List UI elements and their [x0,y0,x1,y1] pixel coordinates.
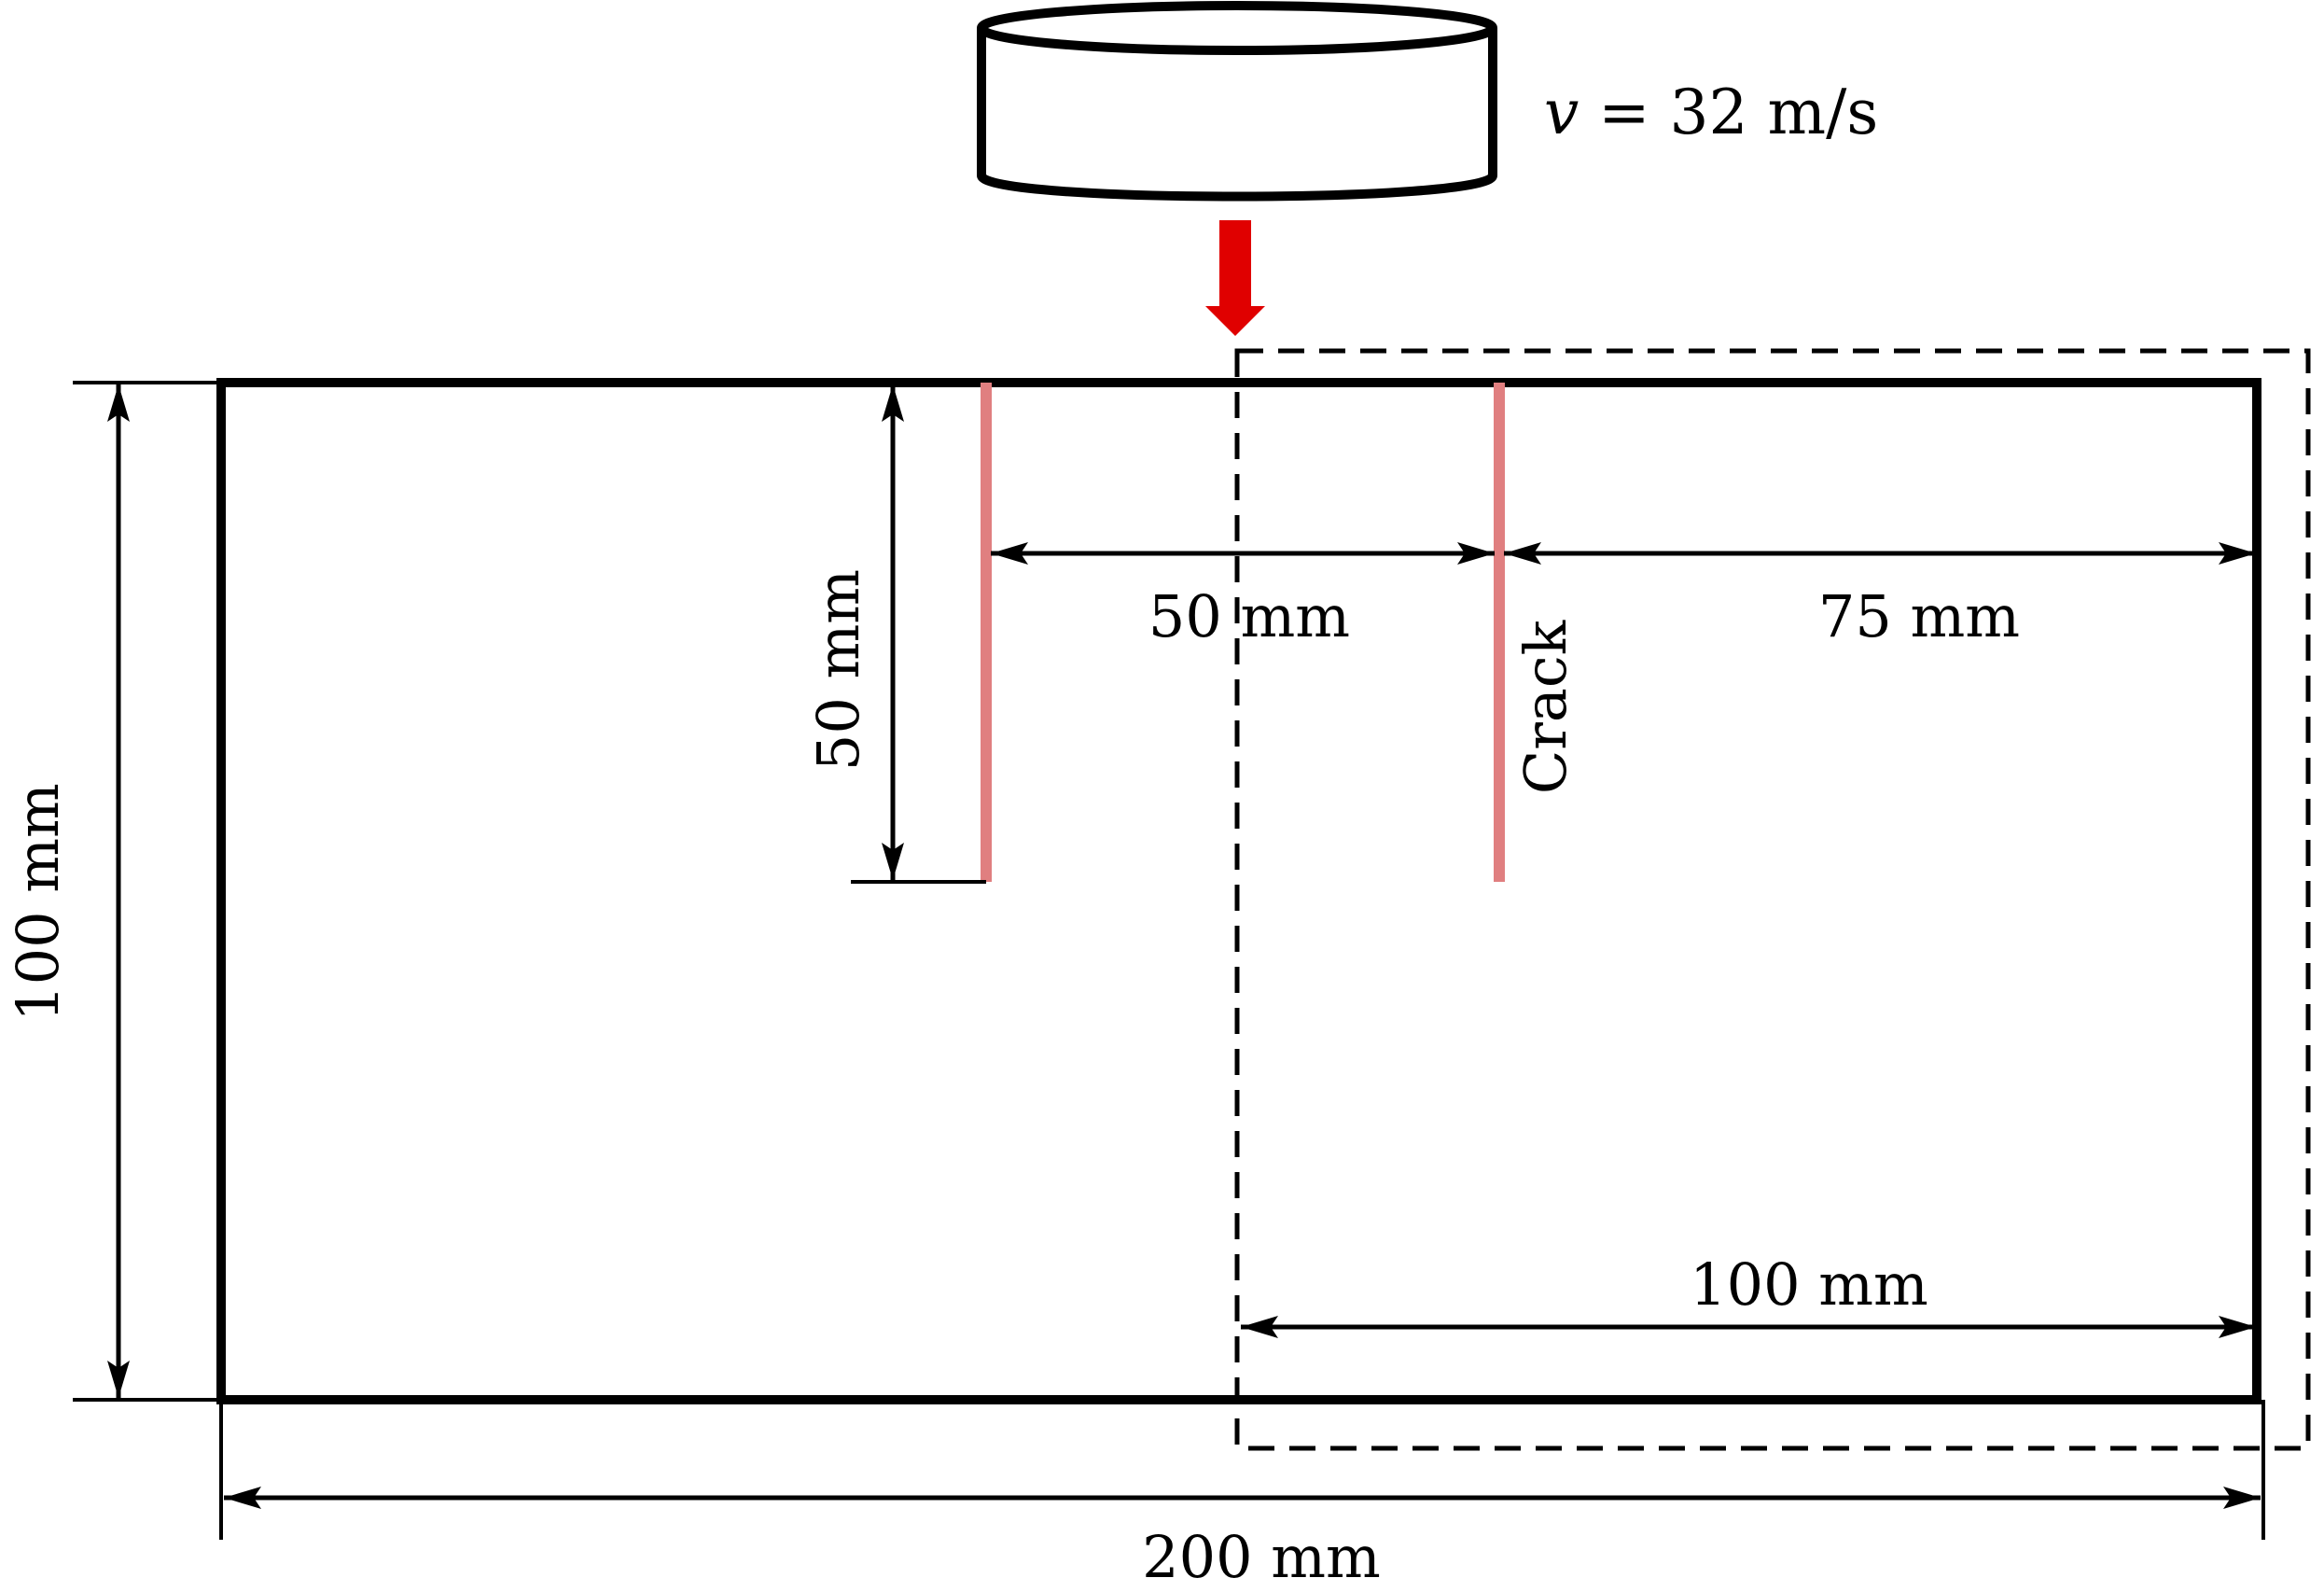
specimen-beam [216,378,2261,1404]
extension-lines [73,381,2265,1540]
dim-height-label: 100 mm [4,783,72,1022]
velocity-label: v = 32 m/s [1544,77,1878,148]
dim-dashed-width-label: 100 mm [1690,1250,1928,1319]
impactor-cylinder [977,1,1497,202]
dim-crack-depth-label: 50 mm [804,569,872,771]
velocity-value: = 32 m/s [1579,77,1878,148]
dim-right-offset-label: 75 mm [1818,582,2020,650]
dim-width-label: 200 mm [1142,1523,1381,1591]
impact-arrow [1205,220,1265,336]
dimension-arrows [107,384,2261,1509]
dim-crack-spacing-label: 50 mm [1148,582,1350,650]
cylinder-bottom [977,28,1497,202]
cylinder-top [977,1,1497,55]
dashed-region [1234,348,2311,1451]
crack-label: Crack [1511,620,1579,794]
velocity-symbol: v [1544,77,1579,148]
